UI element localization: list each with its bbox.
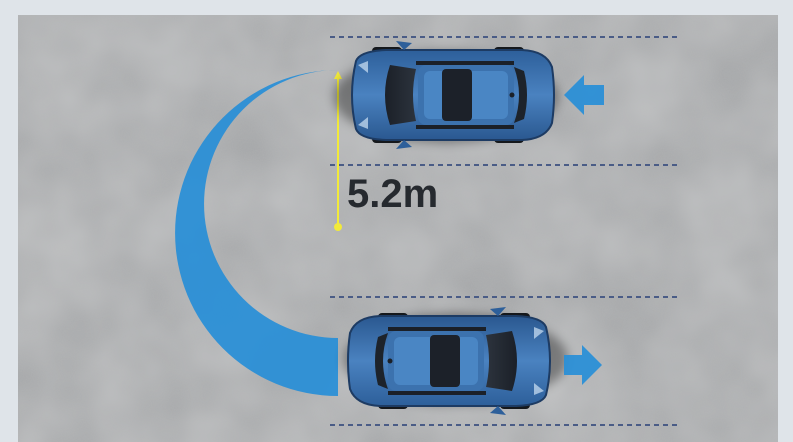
turning-radius-label: 5.2m	[347, 172, 439, 216]
car-icon	[334, 41, 558, 149]
u-turn-path	[175, 70, 338, 396]
lane-markings	[330, 36, 680, 426]
turning-radius-diagram	[18, 15, 778, 442]
car-icon	[344, 307, 568, 415]
asphalt-surface	[18, 15, 778, 442]
direction-arrow-right-icon	[564, 345, 602, 385]
direction-arrow-left-icon	[564, 75, 604, 115]
